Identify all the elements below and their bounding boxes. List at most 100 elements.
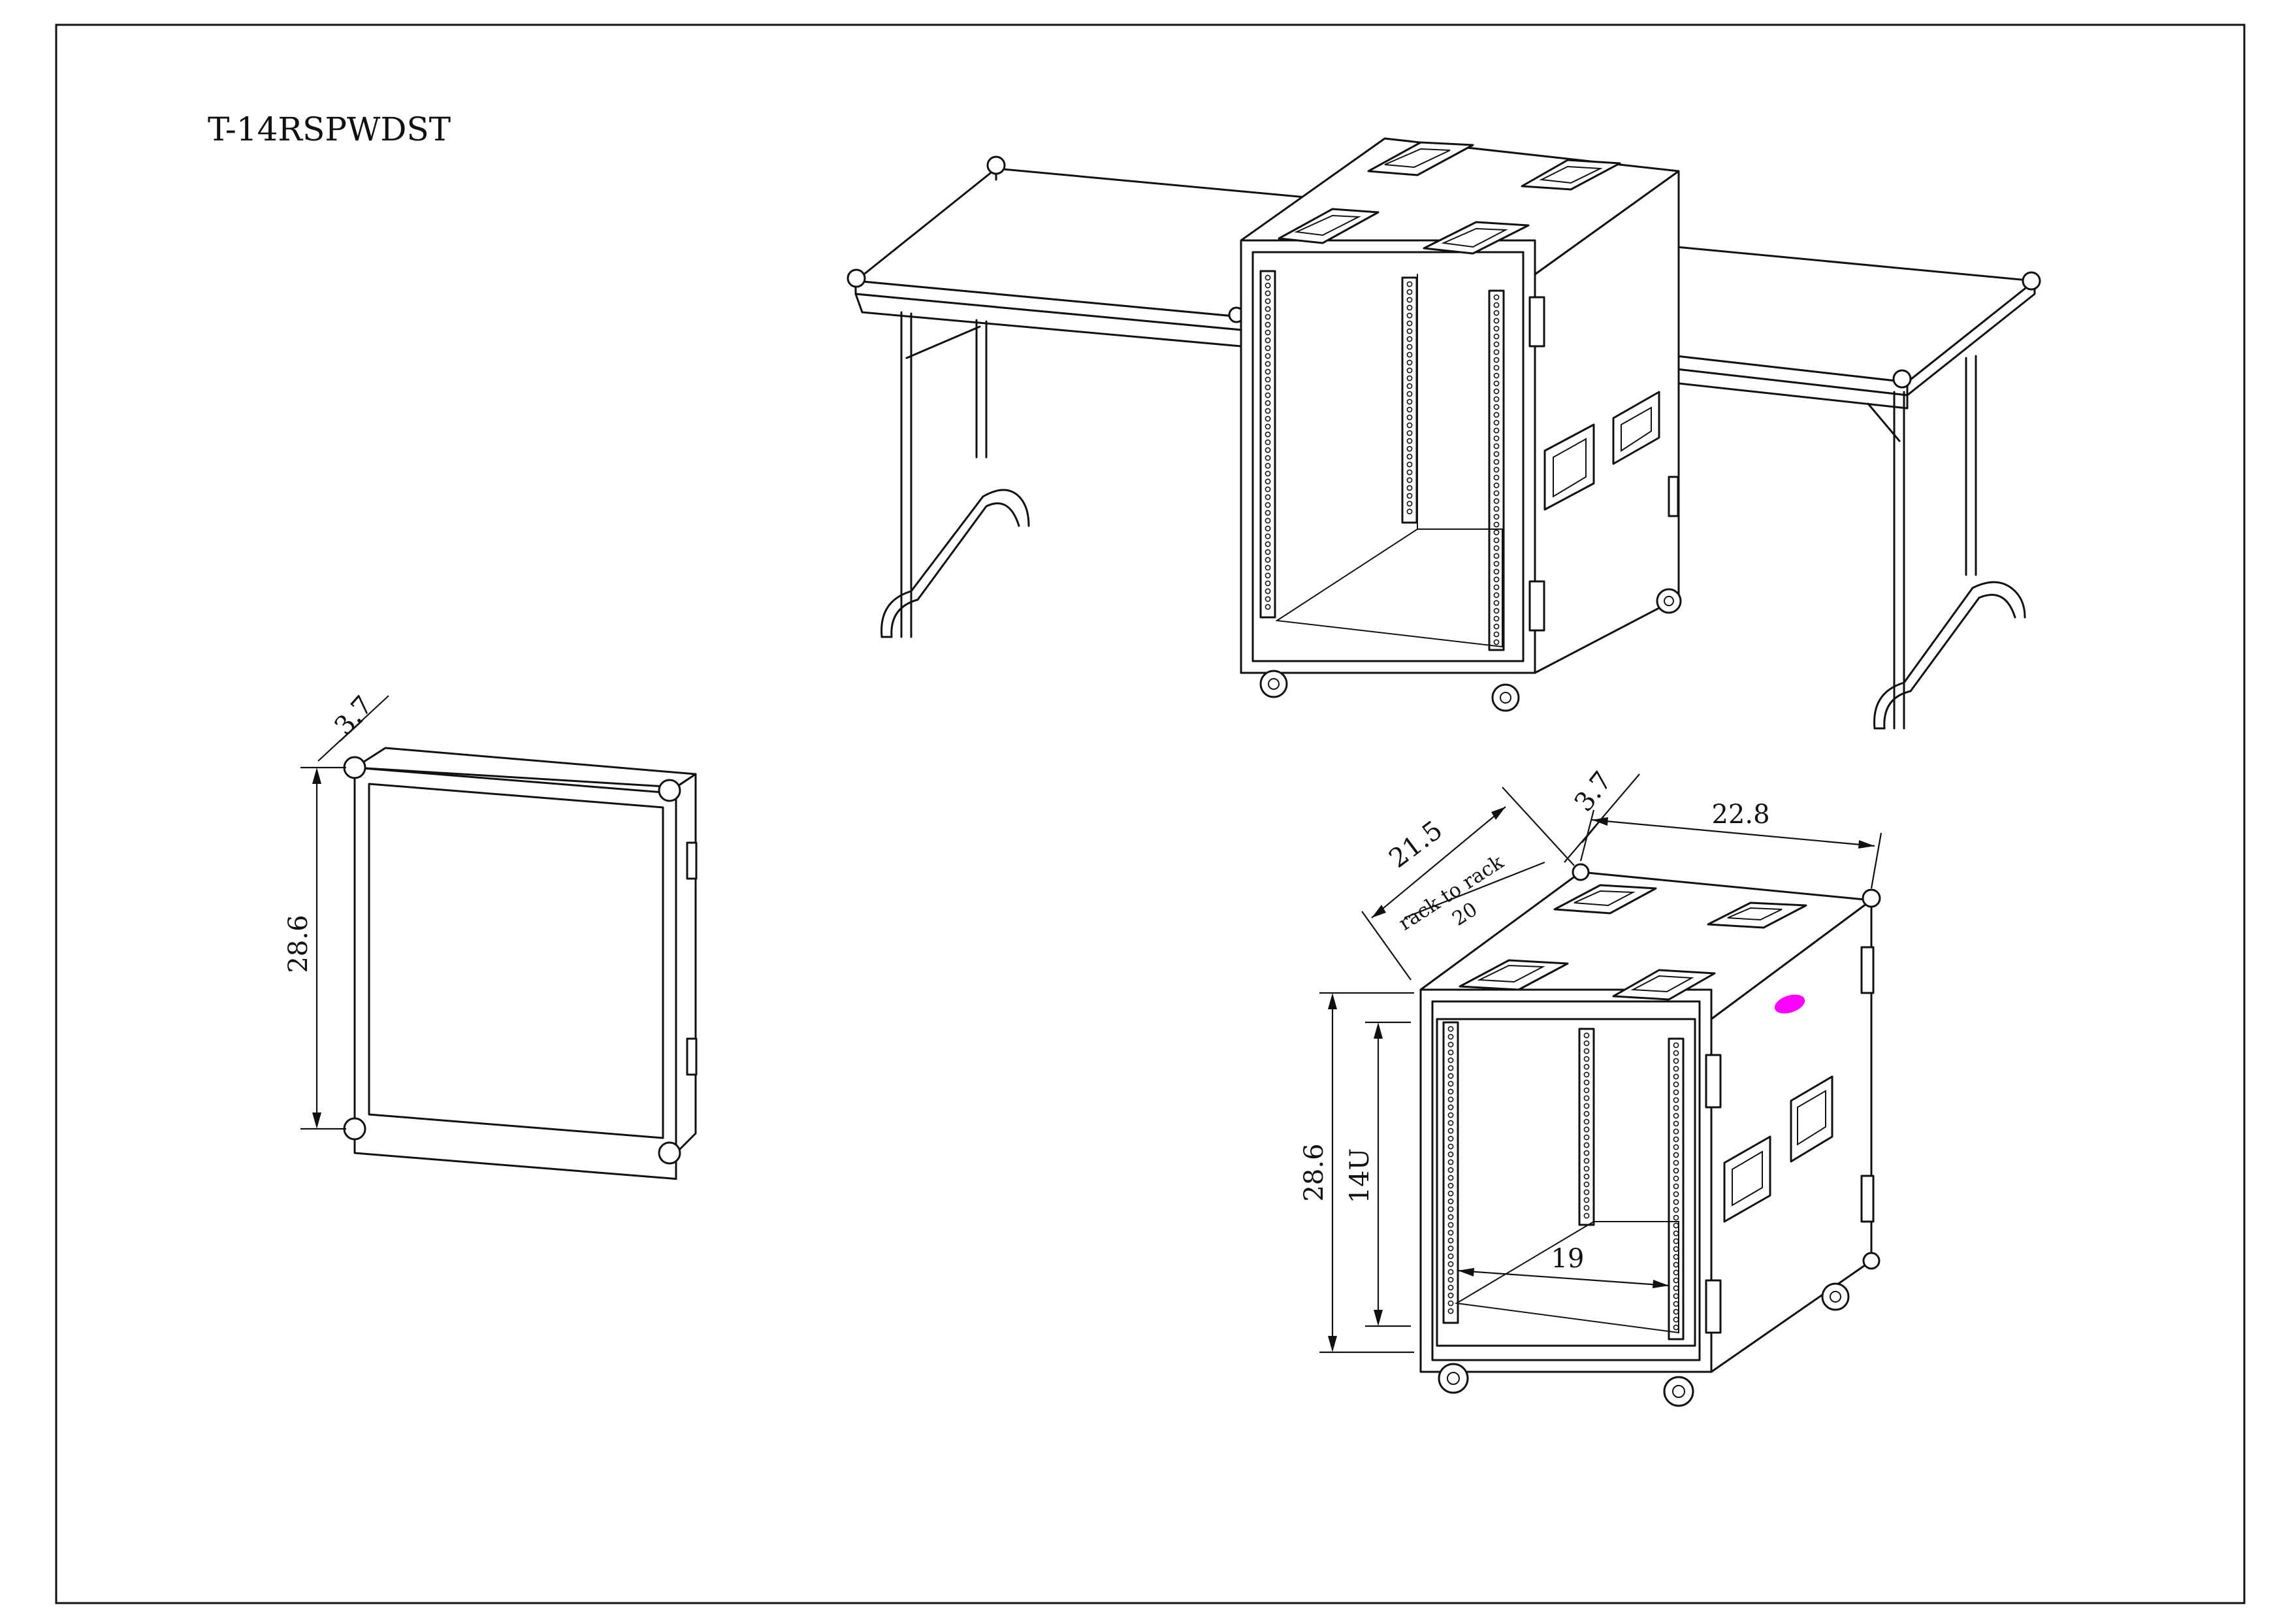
rail-hole [1583,1032,1590,1039]
rail-hole [1673,1136,1679,1143]
rail-hole [1673,1277,1679,1284]
case-side-handles [1723,1075,1833,1223]
rail-hole [1447,1175,1454,1181]
front-lid-depth-dimension: 3.7 [1564,766,1640,863]
rail-hole [1406,328,1413,334]
rail-hole [1406,297,1413,303]
rail-hole [1447,1292,1454,1299]
rail-hole [1493,490,1500,496]
rail-hole [1493,380,1500,387]
rail-hole [1447,1088,1454,1095]
lid-height-dimension: 28.6 [283,766,346,1130]
rail-hole [1265,384,1271,391]
rail-hole [1493,310,1500,316]
rail-hole [1265,604,1271,610]
rail-hole [1493,333,1500,340]
rail-hole [1583,1173,1590,1180]
rail-hole [1406,336,1413,342]
rail-hole [1673,1058,1679,1064]
rail-hole [1447,1096,1454,1103]
rail-hole [1406,383,1413,389]
rail-hole [1447,1151,1454,1158]
rail-hole [1493,600,1500,606]
rail-hole [1673,1261,1679,1268]
rail-hole [1493,466,1500,473]
rail-hole [1673,1199,1679,1205]
rail-hole [1447,1120,1454,1126]
rail-hole [1447,1206,1454,1212]
rail-hole [1583,1118,1590,1125]
rack-units-dimension: 14U [1345,1021,1411,1327]
case-top-handles [1459,884,1807,1001]
rail-hole [1583,1087,1590,1094]
top-case-wheels [1259,588,1682,712]
rail-hole [1493,365,1500,371]
rail-hole [1406,485,1413,491]
rail-hole [1673,1097,1679,1103]
rail-hole [1493,537,1500,544]
rail-hole [1673,1112,1679,1119]
rail-hole [1265,345,1271,351]
rail-hole [1265,510,1271,516]
rail-holes [1265,274,1500,645]
rail-hole [1265,463,1271,469]
rail-hole [1493,427,1500,434]
rail-hole [1493,317,1500,324]
rail-hole [1583,1181,1590,1188]
rail-hole [1265,470,1271,477]
rail-hole [1447,1198,1454,1205]
rail-hole [1673,1191,1679,1197]
rail-hole [1493,294,1500,300]
rail-hole [1406,344,1413,350]
rail-hole [1406,320,1413,327]
rail-hole [1265,580,1271,587]
rail-hole [1673,1316,1679,1323]
rail-hole [1583,1103,1590,1109]
rail-hole [1265,282,1271,289]
rail-hole [1583,1205,1590,1211]
rail-hole [1493,474,1500,481]
rail-hole [1493,404,1500,410]
rail-hole [1493,529,1500,536]
rail-hole [1673,1308,1679,1315]
rail-hole [1265,400,1271,406]
rail-hole [1265,494,1271,500]
rail-hole [1583,1134,1590,1141]
rail-hole [1673,1073,1679,1080]
rail-hole [1493,592,1500,598]
rail-hole [1265,274,1271,281]
rail-hole [1673,1042,1679,1048]
rail-hole [1265,572,1271,579]
rail-hole [1265,290,1271,297]
rail-hole [1673,1254,1679,1260]
rail-hole [1673,1214,1679,1221]
rail-hole [1447,1128,1454,1134]
rail-hole [1406,375,1413,382]
rail-hole [1493,372,1500,379]
rail-hole [1673,1324,1679,1331]
rail-hole [1583,1150,1590,1156]
rail-hole [1447,1182,1454,1189]
rail-hole [1447,1167,1454,1173]
rail-hole [1493,341,1500,348]
case-height-dimension: 28.6 [1299,992,1414,1354]
model-title: T-14RSPWDST [208,110,451,148]
rail-hole [1493,443,1500,449]
rail-hole [1447,1073,1454,1079]
rail-hole [1406,500,1413,507]
rail-hole [1406,422,1413,429]
rail-hole [1493,435,1500,442]
rail-hole [1493,357,1500,363]
rack-case-top [1240,137,1682,712]
rail-hole [1673,1175,1679,1182]
rail-hole [1447,1135,1454,1142]
rail-hole [1583,1197,1590,1203]
rail-hole [1493,631,1500,638]
rail-hole [1447,1261,1454,1267]
rail-hole [1447,1080,1454,1087]
rail-hole [1493,325,1500,332]
sheet-border [55,24,2246,1604]
rail-hole [1406,438,1413,444]
